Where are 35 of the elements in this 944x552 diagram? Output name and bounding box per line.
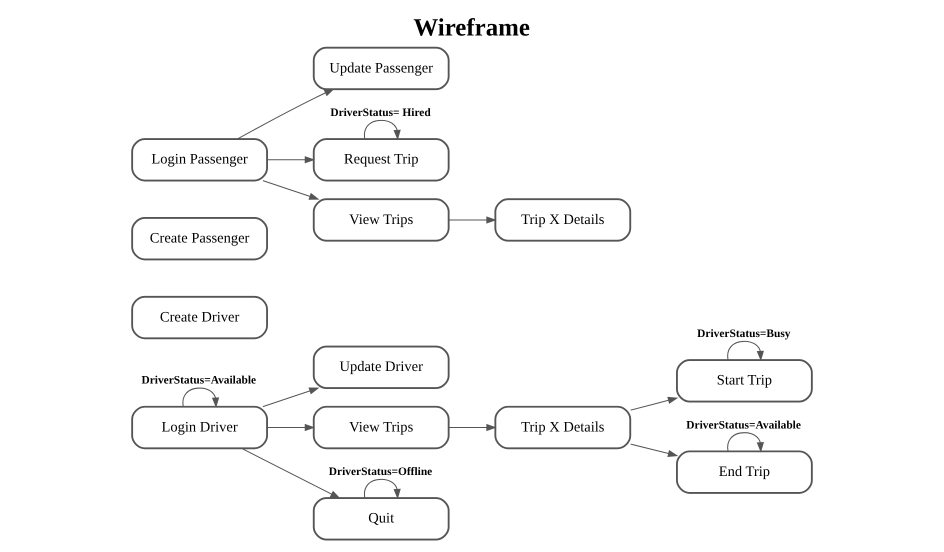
- arrow: [237, 88, 335, 140]
- node-box: Login Driver: [131, 406, 268, 450]
- edge-label: DriverStatus=Available: [141, 374, 256, 387]
- node-box: View Trips: [312, 406, 450, 450]
- node-box: Request Trip: [312, 138, 450, 182]
- edge-label: DriverStatus= Hired: [330, 106, 431, 119]
- arrow: [268, 156, 316, 164]
- arrow: [449, 216, 497, 224]
- node-box: Quit: [312, 497, 450, 541]
- node-box: Start Trip: [676, 359, 813, 402]
- arrow: [364, 478, 401, 500]
- edge-label: DriverStatus=Busy: [697, 328, 791, 340]
- node-box: Trip X Details: [494, 198, 632, 242]
- node-box: Update Driver: [312, 346, 450, 389]
- node-box: Update Passenger: [312, 46, 450, 90]
- diagram-title: Wireframe: [413, 14, 530, 42]
- arrow: [268, 424, 316, 432]
- arrow: [262, 180, 320, 200]
- node-box: Create Driver: [131, 296, 268, 340]
- arrow: [262, 388, 320, 408]
- edge-label: DriverStatus=Offline: [328, 466, 432, 478]
- node-box: End Trip: [676, 450, 813, 494]
- edge-label: DriverStatus=Available: [686, 419, 801, 432]
- arrow: [182, 388, 220, 408]
- arrow: [630, 396, 678, 411]
- node-box: Login Passenger: [131, 138, 268, 182]
- arrow: [727, 340, 764, 362]
- arrow: [364, 120, 401, 140]
- arrow: [242, 448, 341, 499]
- node-box: Trip X Details: [494, 406, 632, 450]
- arrow: [449, 424, 497, 432]
- arrow: [630, 444, 678, 457]
- node-box: Create Passenger: [131, 216, 268, 260]
- node-box: View Trips: [312, 198, 450, 242]
- arrow: [727, 432, 764, 453]
